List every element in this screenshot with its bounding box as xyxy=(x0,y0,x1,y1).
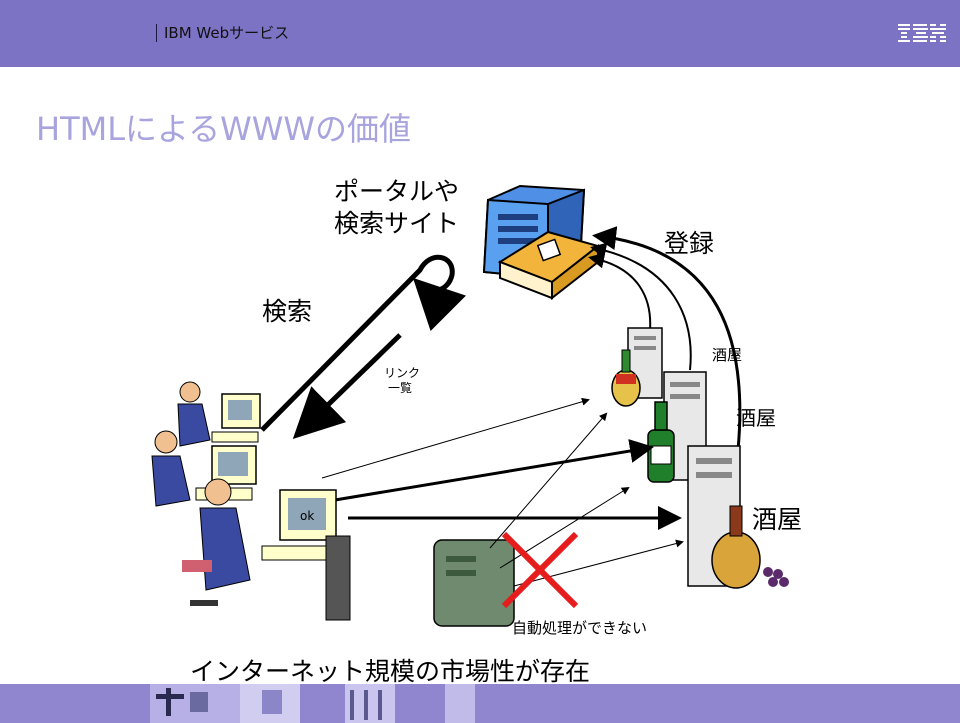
link-list-line1: リンク xyxy=(384,366,421,380)
cross-mark-icon xyxy=(501,531,579,609)
search-label: 検索 xyxy=(262,297,313,326)
wine-bottle-icon xyxy=(711,505,789,589)
wine-bottle-icon xyxy=(647,401,675,483)
header-title: IBM Webサービス xyxy=(164,24,290,42)
footer-photo-strip xyxy=(150,684,475,723)
portal-label-line2: 検索サイト xyxy=(334,209,460,238)
portal-label: ポータルや 検索サイト xyxy=(334,176,459,240)
slide-title: HTMLによるWWWの価値 xyxy=(36,110,412,148)
no-auto-processing-label: 自動処理ができない xyxy=(512,619,648,637)
client-server-icon xyxy=(433,539,515,627)
header-divider xyxy=(156,24,157,42)
register-label: 登録 xyxy=(664,229,715,258)
portal-label-line1: ポータルや xyxy=(334,177,460,206)
liquor-store-label-large: 酒屋 xyxy=(752,505,803,534)
liquor-store-label-small: 酒屋 xyxy=(712,346,743,364)
user-at-computer-icon xyxy=(177,381,261,447)
svg-text:ok: ok xyxy=(300,509,314,523)
liquor-store-label-medium: 酒屋 xyxy=(736,406,776,430)
ibm-logo-icon xyxy=(898,24,946,42)
wine-bottle-icon xyxy=(611,349,641,407)
link-list-label: リンク 一覧 xyxy=(384,366,420,396)
link-list-line2: 一覧 xyxy=(388,381,413,395)
header-bar: IBM Webサービス xyxy=(0,0,960,67)
user-at-computer-icon: ok xyxy=(182,478,351,621)
conclusion-text: インターネット規模の市場性が存在 xyxy=(190,657,591,686)
